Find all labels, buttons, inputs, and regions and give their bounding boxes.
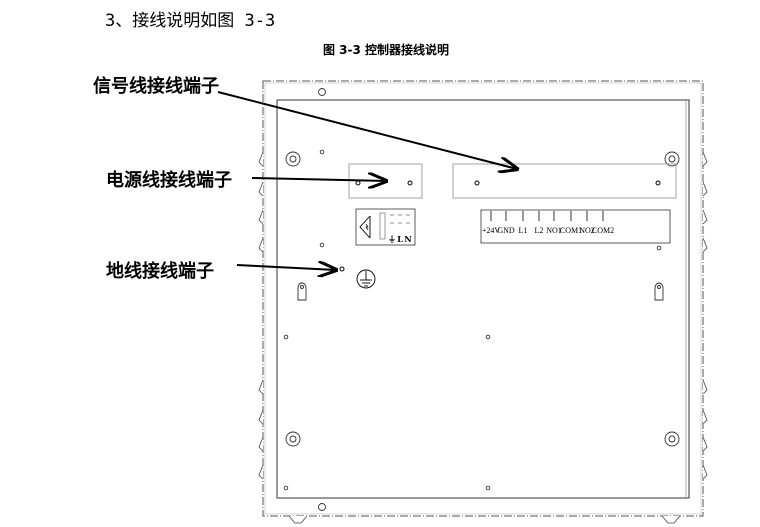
signal-terminal-label: 信号线接线端子	[93, 76, 219, 97]
ground-terminal-label: 地线接线端子	[106, 261, 214, 282]
terminal-label: NO1	[546, 226, 562, 235]
figure-caption: 图 3-3 控制器接线说明	[322, 43, 450, 57]
power-arrow	[251, 178, 386, 181]
ground-arrow	[236, 265, 336, 270]
power-warning-label: ⏚ L N	[355, 208, 416, 246]
terminal-label: L2	[535, 226, 544, 235]
mounting-holes	[283, 88, 680, 511]
section-heading: 3、接线说明如图 3-3	[105, 11, 276, 31]
enclosure-outline	[262, 80, 704, 517]
terminal-label: COM1	[560, 226, 582, 235]
terminal-label: +24V	[482, 226, 501, 235]
power-terminal-label: 电源线接线端子	[106, 170, 232, 191]
terminal-label: GND	[497, 226, 515, 235]
neutral-symbol: N	[404, 234, 411, 244]
signal-arrow	[217, 91, 517, 169]
live-symbol: L	[397, 234, 403, 244]
terminal-label: COM2	[592, 226, 614, 235]
earth-symbol: ⏚	[388, 234, 396, 244]
signal-terminal-block	[452, 163, 677, 199]
side-tabs	[258, 151, 708, 524]
warning-triangle-icon	[359, 215, 371, 239]
ground-icon	[356, 269, 376, 289]
terminal-label: NO2	[579, 226, 595, 235]
mounting-plate	[276, 99, 690, 499]
terminal-label: L1	[519, 226, 528, 235]
ground-screw	[339, 266, 345, 272]
